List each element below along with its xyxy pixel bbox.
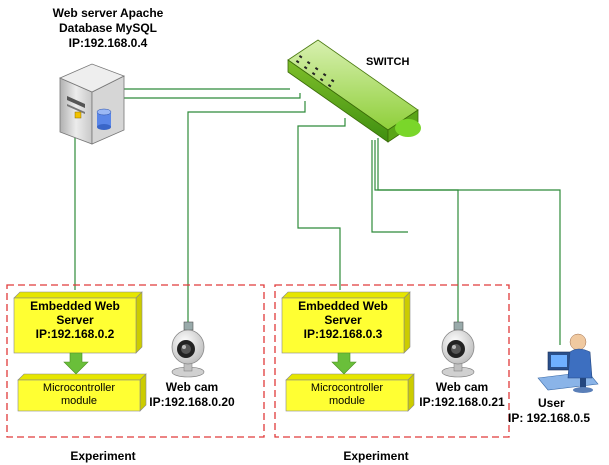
webcam-ip-1: IP:192.168.0.20 [149, 395, 235, 409]
server-label-line1: Web server Apache [52, 6, 164, 20]
microcontroller-line2: module [328, 395, 366, 407]
server-tower-icon [59, 63, 125, 145]
embedded-server-box-1 [13, 291, 143, 354]
microcontroller-label-1: Microcontroller module [18, 382, 140, 408]
webcam-label-2: Web cam [435, 380, 489, 394]
embedded-server-ip: IP:192.168.0.3 [303, 327, 383, 341]
line-switch-user-2 [374, 140, 561, 345]
experiment-box-1 [6, 284, 265, 438]
embedded-server-line2: Server [324, 313, 362, 327]
microcontroller-line1: Microcontroller [310, 382, 384, 394]
embedded-server-ip: IP:192.168.0.2 [35, 327, 115, 341]
line-switch-embedded-2 [297, 118, 346, 290]
arrow-down-icon [63, 352, 89, 375]
webcam-ip-2: IP:192.168.0.21 [419, 395, 505, 409]
connection-lines [74, 88, 561, 345]
experiment-label-1: Experiment [70, 449, 136, 463]
webcam-icon [441, 321, 475, 378]
line-switch-embedded-1 [74, 93, 301, 290]
microcontroller-label-2: Microcontroller module [286, 382, 408, 408]
embedded-server-line1: Embedded Web [298, 299, 388, 313]
line-switch-webcam-1 [187, 101, 306, 325]
server-ip: IP:192.168.0.4 [68, 36, 148, 50]
switch-label: SWITCH [366, 56, 410, 68]
webcam-label-1: Web cam [165, 380, 219, 394]
line-switch-user [371, 140, 408, 233]
embedded-server-label-1: Embedded Web Server IP:192.168.0.2 [14, 299, 136, 341]
arrow-down-icon [331, 352, 357, 375]
webcam-icon [171, 321, 205, 378]
server-label-line2: Database MySQL [58, 21, 158, 35]
microcontroller-line2: module [60, 395, 98, 407]
user-label: User [538, 396, 565, 410]
embedded-server-label-2: Embedded Web Server IP:192.168.0.3 [282, 299, 404, 341]
user-workstation-icon [537, 333, 599, 393]
network-switch-icon [287, 39, 421, 143]
microcontroller-box-1 [17, 373, 147, 412]
embedded-server-box-2 [281, 291, 411, 354]
experiment-label-2: Experiment [343, 449, 409, 463]
embedded-server-line1: Embedded Web [30, 299, 120, 313]
microcontroller-line1: Microcontroller [42, 382, 116, 394]
user-ip: IP: 192.168.0.5 [508, 411, 591, 425]
microcontroller-box-2 [285, 373, 415, 412]
embedded-server-line2: Server [56, 313, 94, 327]
experiment-box-2 [274, 284, 510, 438]
